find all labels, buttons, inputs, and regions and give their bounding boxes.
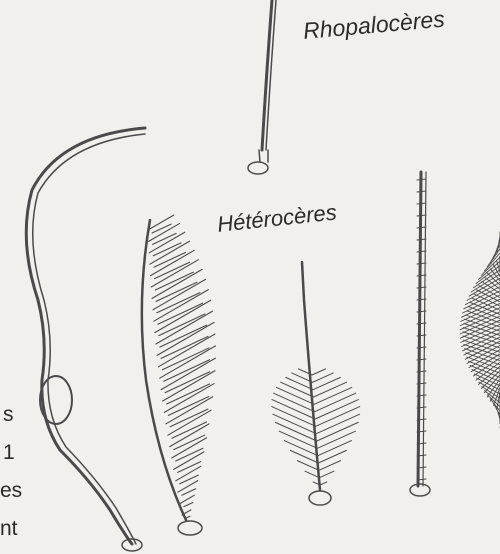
- filiform-antenna: [410, 172, 430, 496]
- plumose-antenna: [460, 232, 500, 428]
- text-fragment: es: [0, 478, 22, 504]
- clubbed-antenna: [248, 0, 276, 174]
- bipectinate-antenna: [142, 215, 216, 535]
- short-pectinate-antenna: [272, 262, 360, 505]
- text-fragment: nt: [0, 516, 18, 542]
- swollen-filiform-antenna: [26, 128, 145, 551]
- text-fragment: 1: [3, 440, 15, 466]
- text-fragment: s: [3, 402, 14, 428]
